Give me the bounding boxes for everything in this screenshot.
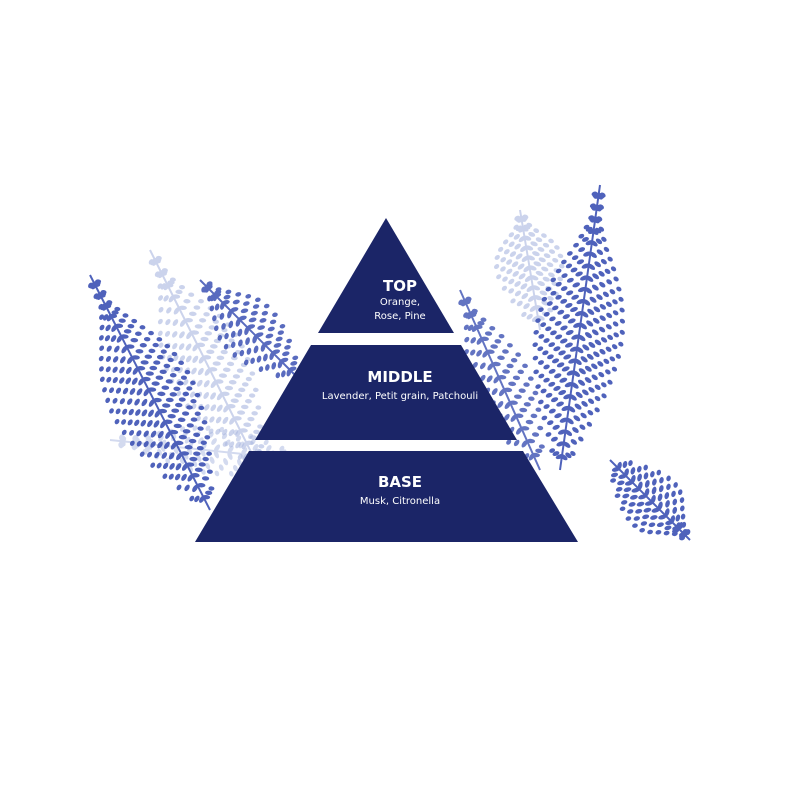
middle-layer-notes: Lavender, Petit grain, Patchouli [321, 391, 479, 402]
fern-frond [493, 209, 565, 331]
pyramid-middle-layer [255, 345, 517, 440]
fern-frond [458, 289, 545, 471]
base-layer-notes: Musk, Citronella [359, 496, 441, 507]
fern-frond [199, 279, 301, 381]
middle-layer-title: MIDDLE [367, 368, 433, 386]
pyramid-top-layer [318, 218, 454, 333]
top-layer-title: TOP [383, 277, 417, 295]
pyramid-base-layer [195, 451, 578, 542]
top-layer-notes-1: Orange, [379, 297, 421, 308]
fern-frond [88, 274, 215, 511]
top-layer-notes-2: Rose, Pine [374, 311, 426, 322]
fern-frond [609, 459, 691, 541]
base-layer-title: BASE [377, 473, 423, 491]
fern-frond [532, 184, 626, 471]
